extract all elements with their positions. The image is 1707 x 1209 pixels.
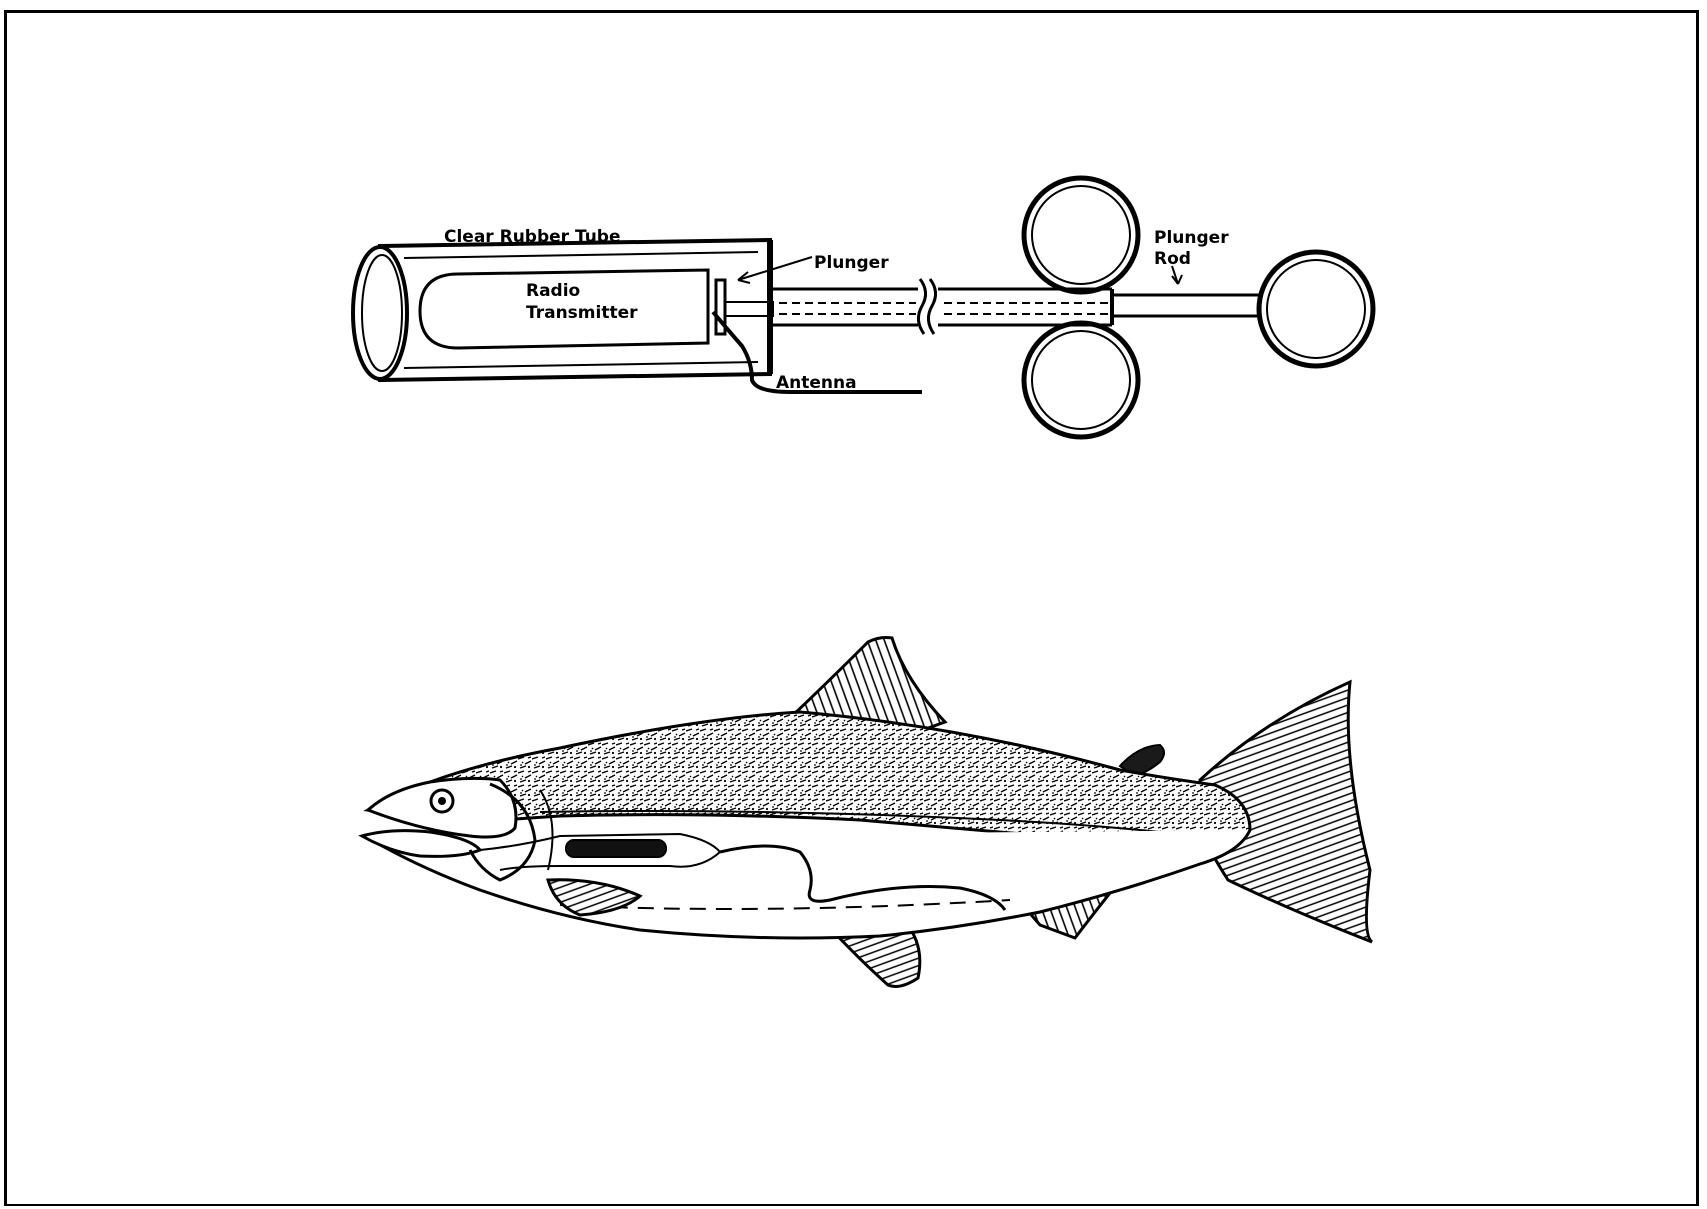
plunger-leader-line [738, 257, 812, 280]
label-clear-rubber-tube: Clear Rubber Tube [444, 227, 621, 247]
label-radio: Radio [526, 281, 580, 301]
implanted-transmitter [566, 840, 666, 857]
label-plunger-rod-line2: Rod [1154, 249, 1191, 269]
finger-ring-lower [1024, 323, 1138, 437]
label-plunger-rod-line1: Plunger [1154, 228, 1229, 248]
insertion-syringe [353, 178, 1373, 437]
syringe-barrel [773, 289, 918, 325]
label-antenna: Antenna [776, 373, 857, 393]
plunger-rod [1112, 295, 1260, 316]
finger-ring-upper [1024, 178, 1138, 292]
barrel-break-mark [918, 279, 925, 334]
salmon-illustration [362, 638, 1372, 987]
thumb-ring [1259, 252, 1373, 366]
fish-belly [368, 830, 1250, 938]
label-plunger: Plunger [814, 253, 889, 273]
label-transmitter: Transmitter [526, 303, 638, 323]
tube-inner-rim [362, 255, 402, 371]
